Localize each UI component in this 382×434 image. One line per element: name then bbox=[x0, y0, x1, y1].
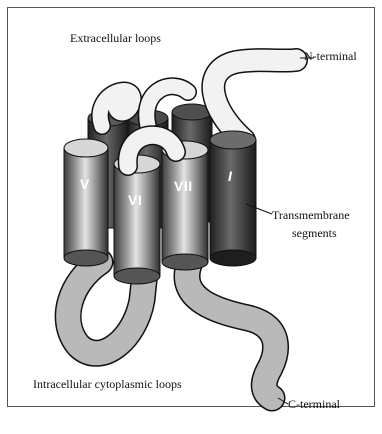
helix-label: I bbox=[228, 168, 232, 184]
helix-label: VI bbox=[128, 192, 142, 208]
n-terminal-label: N-terminal bbox=[304, 50, 357, 64]
helix-label: VII bbox=[174, 178, 193, 194]
c-terminal-label: C-terminal bbox=[288, 398, 340, 412]
helix-label: V bbox=[80, 176, 90, 192]
extracellular-loops-label: Extracellular loops bbox=[70, 32, 161, 46]
intracellular-loops-label: Intracellular cytoplasmic loops bbox=[33, 378, 182, 392]
transmembrane-label-line2: segments bbox=[292, 227, 337, 241]
transmembrane-label-line1: Transmembrane bbox=[272, 209, 350, 223]
